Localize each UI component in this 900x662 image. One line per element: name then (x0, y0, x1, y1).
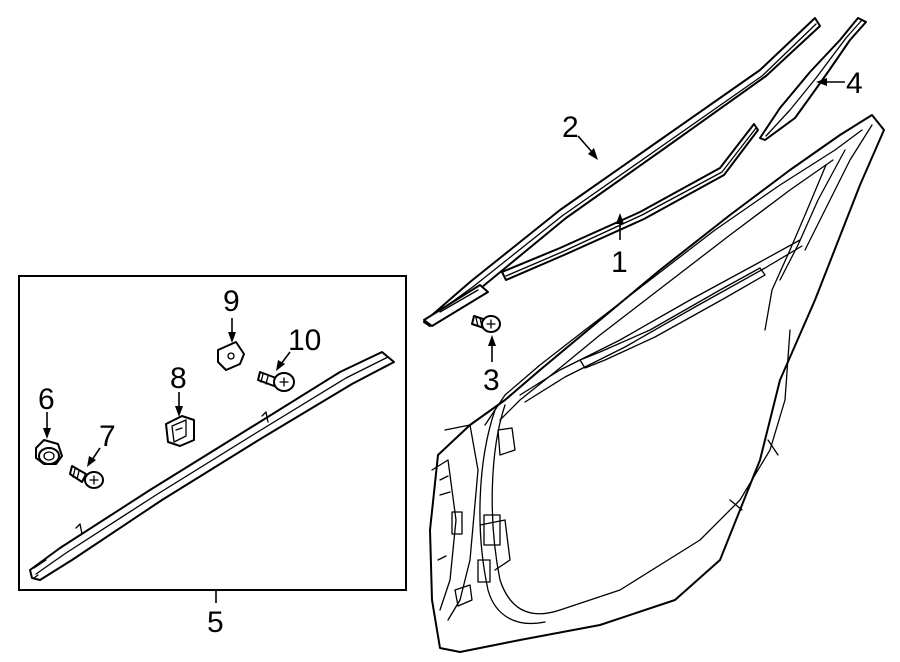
part-10-screw (257, 371, 295, 392)
callout-8: 8 (170, 362, 187, 395)
callout-4: 4 (846, 67, 863, 100)
callout-labels: 1 2 3 4 5 6 7 8 9 10 (38, 67, 863, 639)
part-8-clip (165, 415, 195, 447)
part-1-belt-moulding (501, 123, 759, 281)
part-5-side-moulding (29, 351, 395, 581)
part-3-screw (471, 315, 501, 333)
callout-5: 5 (207, 606, 224, 639)
part-2-upper-moulding (423, 17, 821, 327)
part-4-corner-trim (759, 17, 867, 141)
part-6-grommet (35, 439, 63, 465)
callout-10: 10 (288, 324, 321, 357)
callout-6: 6 (38, 383, 55, 416)
callout-7: 7 (99, 420, 116, 453)
callout-3: 3 (483, 364, 500, 397)
part-9-nut-clip (217, 341, 245, 371)
part-5-inset-box (18, 275, 407, 603)
leader-lines (43, 78, 845, 467)
callout-2: 2 (562, 111, 579, 144)
part-7-screw (69, 465, 104, 489)
front-door-shell (429, 114, 885, 653)
callout-1: 1 (611, 246, 628, 279)
callout-9: 9 (223, 285, 240, 318)
